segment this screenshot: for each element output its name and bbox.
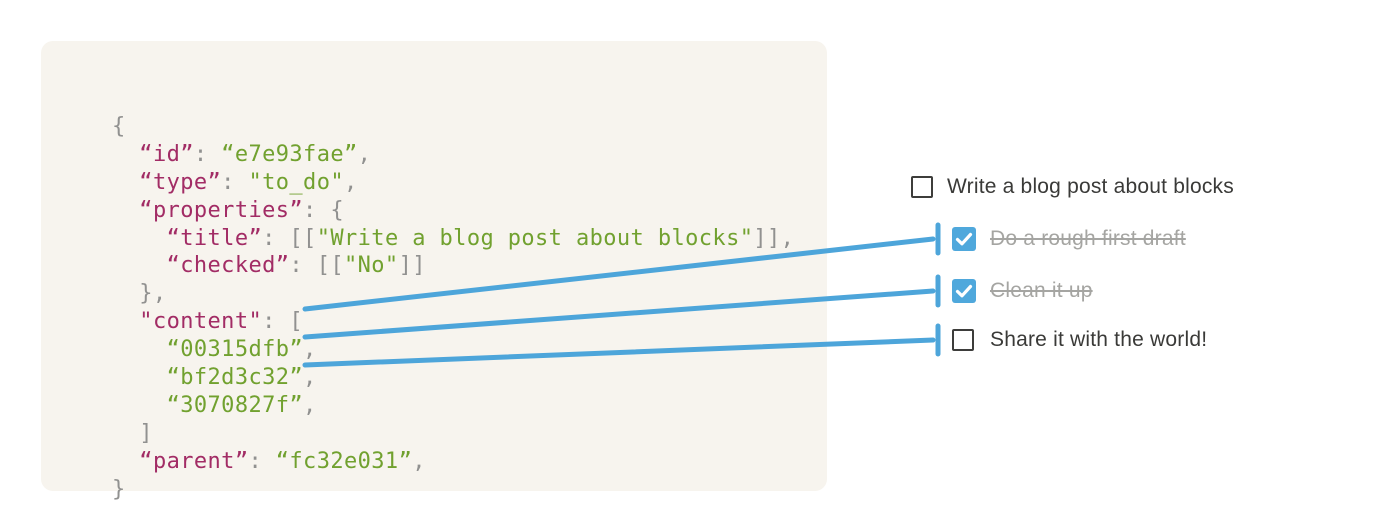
json-string: “e7e93fae” [221, 141, 358, 167]
json-punctuation: , [412, 448, 426, 474]
checkbox-checked[interactable] [952, 279, 976, 303]
json-key: “properties” [139, 197, 304, 223]
code-line: } [112, 476, 794, 504]
json-punctuation: , [344, 169, 358, 195]
code-line: { [112, 113, 794, 141]
json-punctuation: }, [112, 281, 167, 307]
code-line: ] [112, 420, 794, 448]
json-punctuation: ] [112, 420, 153, 446]
json-punctuation: { [112, 114, 126, 139]
json-punctuation: : [248, 448, 276, 474]
checkmark-icon [955, 284, 973, 298]
code-line: “bf2d3c32”, [112, 364, 794, 392]
todo-label: Clean it up [990, 279, 1093, 302]
todo-item: Clean it up [0, 275, 1400, 307]
json-key: "content" [139, 309, 263, 335]
json-key: “id” [139, 141, 194, 167]
json-punctuation: : [ [262, 309, 304, 335]
json-punctuation: : [221, 169, 249, 195]
code-line: “3070827f”, [112, 392, 794, 420]
checkbox-unchecked[interactable] [911, 176, 933, 198]
json-punctuation: } [112, 476, 126, 502]
code-line: "content": [ [112, 308, 794, 336]
todo-item: Share it with the world! [0, 324, 1400, 356]
json-key: “type” [139, 169, 222, 195]
json-key: “checked” [166, 253, 290, 279]
json-string: “fc32e031” [275, 448, 413, 474]
code-line: “type”: "to_do", [112, 169, 794, 197]
json-string: “3070827f” [166, 392, 304, 418]
code-line: }, [112, 280, 794, 308]
json-string: "to_do" [248, 169, 344, 195]
checkmark-icon [955, 232, 973, 246]
code-line: “parent”: “fc32e031”, [112, 448, 794, 476]
todo-item: Do a rough first draft [0, 223, 1400, 255]
json-punctuation: , [303, 392, 317, 418]
json-punctuation: : { [303, 197, 344, 223]
json-key: “title” [166, 225, 263, 251]
todo-label: Write a blog post about blocks [947, 175, 1234, 198]
json-punctuation: : [193, 141, 222, 167]
todo-label: Do a rough first draft [990, 227, 1186, 250]
checkbox-unchecked[interactable] [952, 329, 974, 351]
checkbox-checked[interactable] [952, 227, 976, 251]
json-string: “bf2d3c32” [166, 365, 304, 391]
todo-label: Share it with the world! [990, 328, 1208, 351]
code-line: “properties”: { [112, 197, 794, 225]
json-key: “parent” [139, 448, 249, 474]
json-punctuation: , [357, 141, 372, 167]
json-string: “00315dfb” [166, 337, 304, 363]
todo-item: Write a blog post about blocks [0, 171, 1400, 203]
code-line: “id”: “e7e93fae”, [112, 141, 794, 169]
json-punctuation: , [303, 365, 317, 391]
